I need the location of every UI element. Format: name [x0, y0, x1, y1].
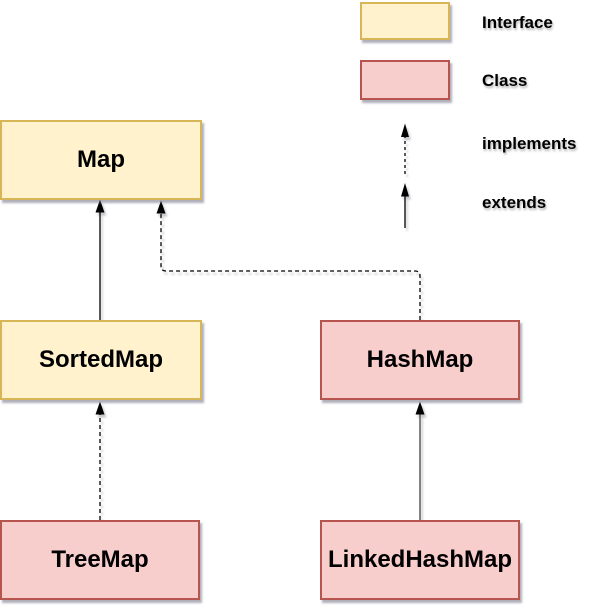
legend-extends-arrow-icon: [401, 183, 409, 228]
legend-extends-label: extends: [482, 193, 547, 212]
node-linkedhashmap-label: LinkedHashMap: [327, 546, 513, 573]
node-linkedhashmap: LinkedHashMap: [320, 520, 520, 600]
node-treemap: TreeMap: [0, 520, 200, 600]
implements-arrow-hashmap-to-map: [156, 200, 421, 320]
node-map: Map: [0, 120, 202, 200]
node-hashmap-label: HashMap: [366, 346, 474, 373]
node-sortedmap: SortedMap: [0, 320, 202, 400]
node-treemap-label: TreeMap: [51, 546, 149, 573]
legend-interface-swatch: [360, 2, 450, 40]
extends-arrow-sortedmap-to-map: [95, 199, 105, 320]
legend-implements-arrow-icon: [401, 123, 409, 174]
implements-arrow-treemap-to-sortedmap: [95, 401, 105, 520]
legend-interface-label: Interface: [482, 13, 553, 32]
extends-arrow-linkedhashmap-to-hashmap: [415, 401, 425, 520]
node-map-label: Map: [77, 146, 125, 173]
node-sortedmap-label: SortedMap: [38, 346, 163, 373]
legend-class-swatch: [360, 60, 450, 100]
node-hashmap: HashMap: [320, 320, 520, 400]
legend-implements-label: implements: [482, 134, 577, 153]
legend-class-label: Class: [482, 71, 528, 90]
